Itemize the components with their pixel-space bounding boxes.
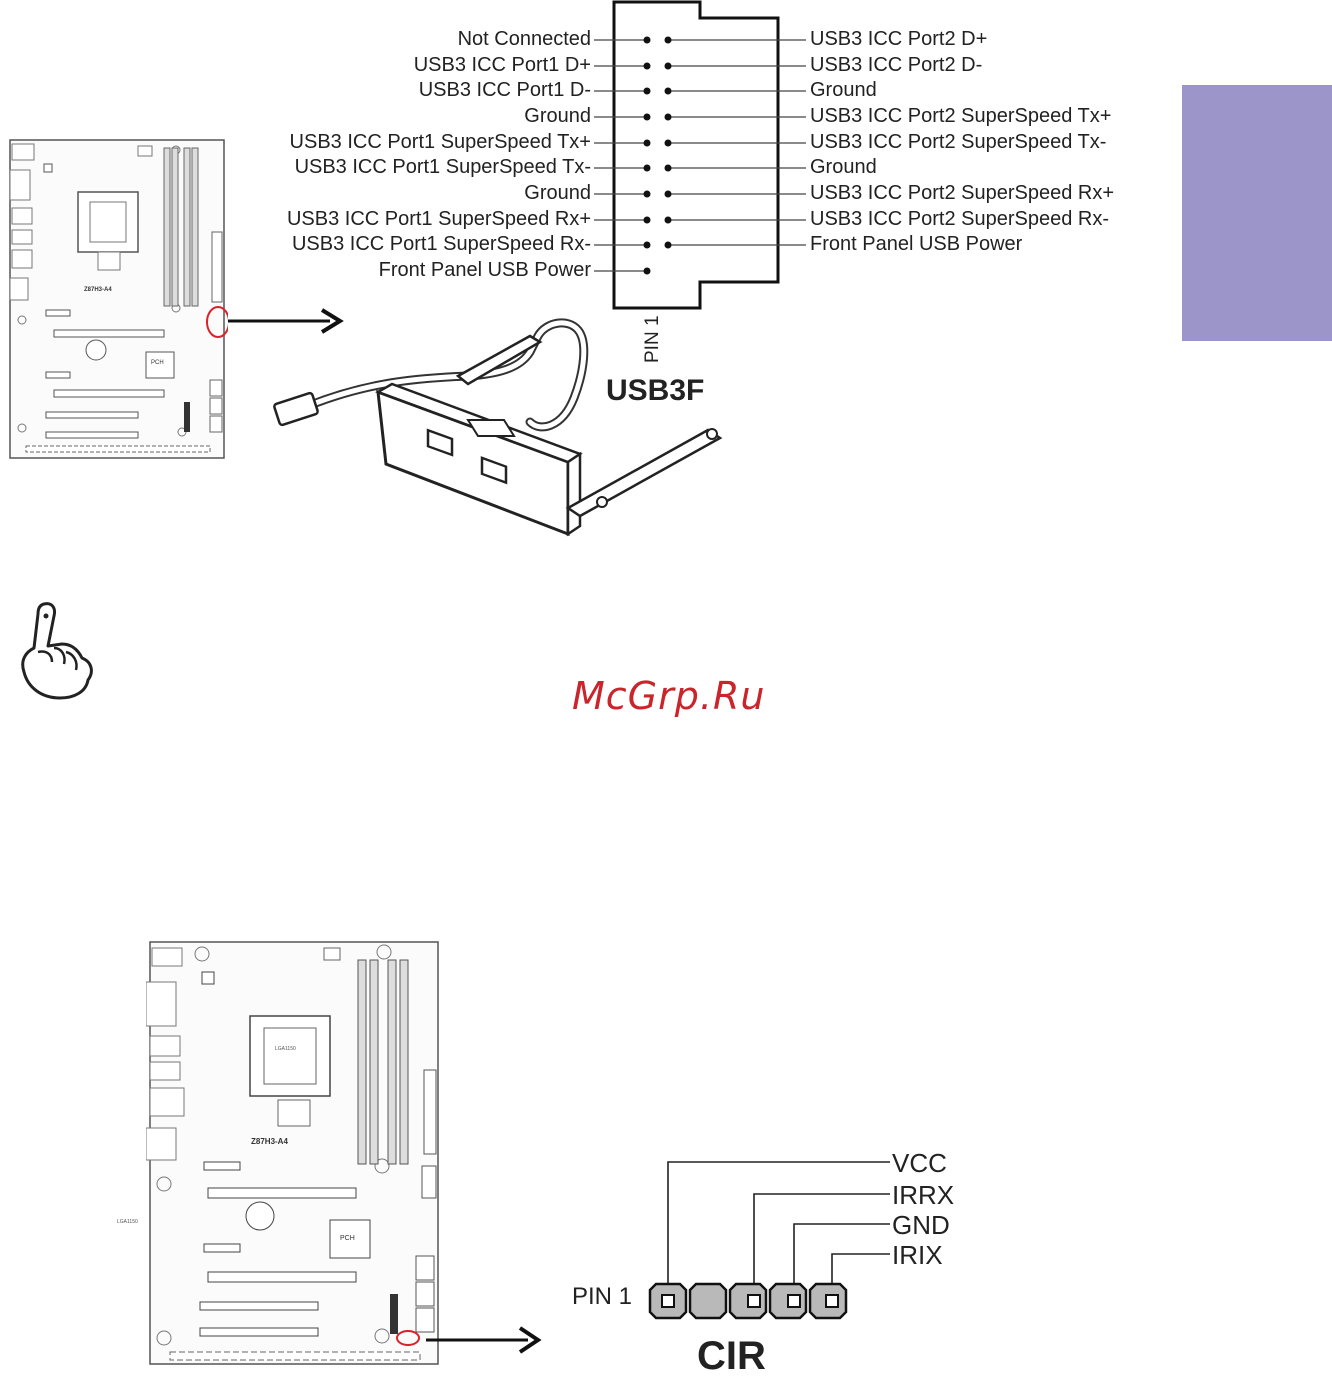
usb3f-right-pin-labels: USB3 ICC Port2 D+ USB3 ICC Port2 D- Grou… bbox=[810, 28, 1150, 278]
pin-label: USB3 ICC Port2 SuperSpeed Rx+ bbox=[810, 182, 1115, 204]
cir-signal-label: IRRX bbox=[892, 1180, 955, 1210]
pin-label: USB3 ICC Port2 D- bbox=[810, 54, 983, 76]
motherboard-diagram-bottom bbox=[146, 941, 439, 1365]
pin-label: USB3 ICC Port2 D+ bbox=[810, 28, 988, 50]
pin-label: USB3 ICC Port1 SuperSpeed Tx- bbox=[294, 156, 591, 178]
pin-label: Ground bbox=[810, 79, 877, 101]
pin-label: USB3 ICC Port2 SuperSpeed Rx- bbox=[810, 208, 1110, 230]
pin-label: Not Connected bbox=[457, 28, 591, 50]
pin-label: USB3 ICC Port1 D- bbox=[418, 79, 591, 101]
board-chip-label: PCH bbox=[151, 360, 164, 366]
usb3f-left-pin-labels: Not Connected USB3 ICC Port1 D+ USB3 ICC… bbox=[150, 28, 591, 298]
pin-label: Ground bbox=[810, 156, 877, 178]
pin-label: USB3 ICC Port1 SuperSpeed Rx+ bbox=[286, 208, 591, 230]
usb3f-header-diagram bbox=[594, 0, 806, 310]
pin-label: Front Panel USB Power bbox=[378, 259, 591, 281]
pin-label: USB3 ICC Port1 D+ bbox=[413, 54, 591, 76]
cpu-socket-label-top: LGA1150 bbox=[117, 1219, 138, 1225]
pin-label: USB3 ICC Port1 SuperSpeed Tx+ bbox=[289, 131, 591, 153]
pin1-label-cir: PIN 1 bbox=[572, 1283, 633, 1310]
pin-label: Front Panel USB Power bbox=[810, 233, 1023, 255]
board-chip-label: PCH bbox=[340, 1235, 355, 1242]
pin-label: USB3 ICC Port1 SuperSpeed Rx- bbox=[291, 233, 591, 255]
pin-label: Ground bbox=[524, 105, 591, 127]
pin-label: USB3 ICC Port2 SuperSpeed Tx+ bbox=[810, 105, 1112, 127]
chapter-side-tab bbox=[1182, 85, 1332, 341]
arrow-icon bbox=[426, 1326, 542, 1354]
cir-signal-label: VCC bbox=[892, 1148, 947, 1178]
cir-signal-label: GND bbox=[892, 1210, 950, 1240]
board-model-label: Z87H3-A4 bbox=[84, 287, 112, 293]
usb-front-bracket-illustration bbox=[273, 318, 723, 537]
pin-label: USB3 ICC Port2 SuperSpeed Tx- bbox=[810, 131, 1107, 153]
board-model-label: Z87H3-A4 bbox=[251, 1137, 288, 1146]
cpu-socket-label: LGA1150 bbox=[275, 1046, 296, 1052]
usb3f-title: USB3F bbox=[606, 374, 705, 407]
pointing-hand-icon bbox=[21, 602, 93, 700]
pin-label: Ground bbox=[524, 182, 591, 204]
motherboard-diagram-top bbox=[9, 139, 228, 459]
cir-signal-label: IRIX bbox=[892, 1240, 943, 1270]
cir-header-diagram bbox=[648, 1161, 890, 1320]
cir-title: CIR bbox=[697, 1334, 766, 1378]
watermark-text: McGrp.Ru bbox=[572, 674, 766, 718]
arrow-icon bbox=[228, 308, 344, 334]
